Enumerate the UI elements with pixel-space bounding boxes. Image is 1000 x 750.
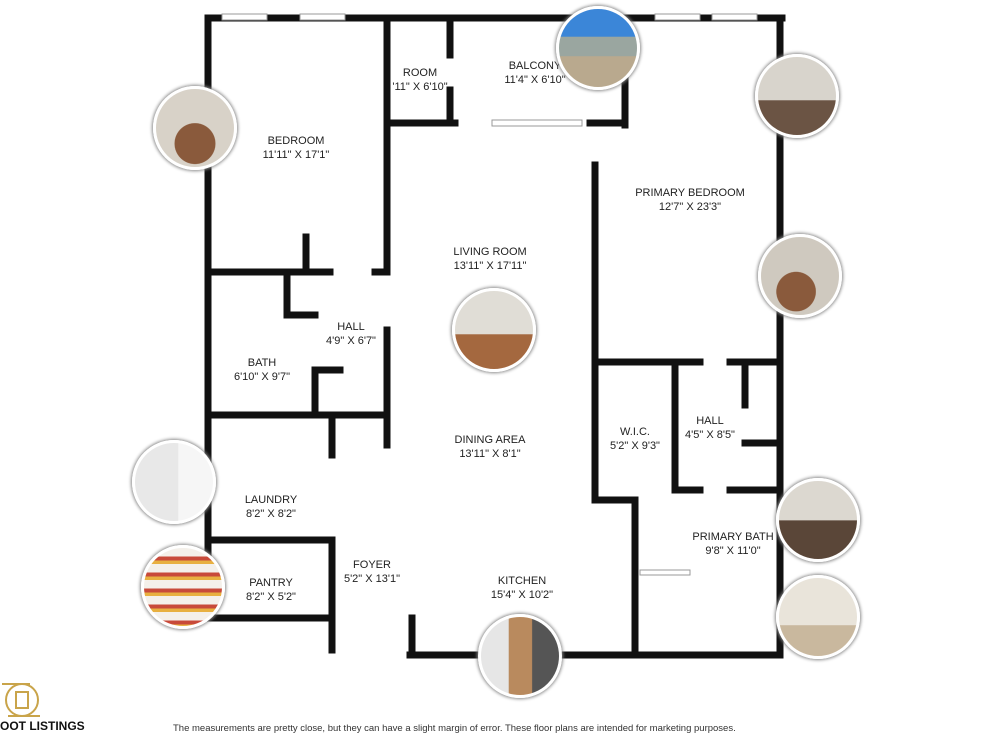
room-name: W.I.C. bbox=[620, 426, 650, 438]
room-dims: 8'2" X 5'2" bbox=[246, 591, 296, 603]
company-logo bbox=[2, 683, 40, 717]
room-label-pantry: PANTRY 8'2" X 5'2" bbox=[246, 576, 296, 604]
room-name: PRIMARY BATH bbox=[692, 531, 774, 543]
photo-bedroom[interactable] bbox=[153, 86, 237, 170]
room-dims: 4'9" X 6'7" bbox=[326, 335, 376, 347]
room-label-hall: HALL 4'9" X 6'7" bbox=[326, 320, 376, 348]
room-label-balcony: BALCONY 11'4" X 6'10" bbox=[504, 59, 565, 87]
room-name: KITCHEN bbox=[497, 575, 547, 587]
photo-pantry[interactable] bbox=[141, 545, 225, 629]
room-label-laundry: LAUNDRY 8'2" X 8'2" bbox=[245, 493, 297, 521]
room-name: ROOM bbox=[402, 67, 438, 79]
photo-primary-bath-1[interactable] bbox=[776, 478, 860, 562]
room-label-hall-2: HALL 4'5" X 8'5" bbox=[685, 414, 735, 442]
room-dims: 8'2" X 8'2" bbox=[246, 508, 296, 520]
room-dims: 13'11" X 17'11" bbox=[453, 260, 527, 272]
photo-kitchen[interactable] bbox=[478, 614, 562, 698]
room-dims: 13'11" X 8'1" bbox=[459, 448, 521, 460]
room-name: LAUNDRY bbox=[244, 494, 298, 506]
room-label-kitchen: KITCHEN 15'4" X 10'2" bbox=[491, 574, 553, 602]
room-dims: 5'2" X 9'3" bbox=[610, 440, 660, 452]
room-dims: 12'7" X 23'3" bbox=[658, 201, 722, 213]
room-label-living-room: LIVING ROOM 13'11" X 17'11" bbox=[453, 245, 526, 273]
photo-laundry[interactable] bbox=[132, 440, 216, 524]
room-name: PRIMARY BEDROOM bbox=[635, 187, 745, 199]
room-dims: 11'11" X 17'1" bbox=[262, 149, 330, 161]
photo-primary-bedroom-1[interactable] bbox=[755, 54, 839, 138]
room-name: FOYER bbox=[353, 559, 391, 571]
room-label-foyer: FOYER 5'2" X 13'1" bbox=[344, 558, 400, 586]
photo-living-room[interactable] bbox=[452, 288, 536, 372]
photo-primary-bedroom-2[interactable] bbox=[758, 234, 842, 318]
room-label-wic: W.I.C. 5'2" X 9'3" bbox=[610, 425, 660, 453]
room-label-room: ROOM '11" X 6'10" bbox=[392, 66, 447, 94]
room-name: DINING AREA bbox=[454, 434, 526, 446]
room-label-dining-area: DINING AREA 13'11" X 8'1" bbox=[455, 433, 526, 461]
room-dims: 9'8" X 11'0" bbox=[705, 545, 761, 557]
room-name: BATH bbox=[247, 357, 277, 369]
room-dims: 6'10" X 9'7" bbox=[233, 371, 291, 383]
room-dims: 15'4" X 10'2" bbox=[490, 589, 554, 601]
room-label-bath: BATH 6'10" X 9'7" bbox=[234, 356, 290, 384]
room-dims: 4'5" X 8'5" bbox=[685, 429, 735, 441]
room-name: BEDROOM bbox=[267, 135, 325, 147]
room-name: HALL bbox=[696, 415, 724, 427]
photo-balcony[interactable] bbox=[556, 6, 640, 90]
room-dims: '11" X 6'10" bbox=[392, 81, 448, 93]
room-label-primary-bedroom: PRIMARY BEDROOM 12'7" X 23'3" bbox=[635, 186, 745, 214]
room-dims: 11'4" X 6'10" bbox=[504, 74, 566, 86]
room-label-primary-bath: PRIMARY BATH 9'8" X 11'0" bbox=[692, 530, 773, 558]
room-dims: 5'2" X 13'1" bbox=[343, 573, 401, 585]
disclaimer: The measurements are pretty close, but t… bbox=[173, 723, 736, 734]
room-name: HALL bbox=[337, 321, 365, 333]
room-label-bedroom: BEDROOM 11'11" X 17'1" bbox=[263, 134, 330, 162]
room-name: BALCONY bbox=[508, 60, 562, 72]
photo-primary-bath-2[interactable] bbox=[776, 575, 860, 659]
room-name: LIVING ROOM bbox=[453, 246, 527, 258]
logo-text: OOT LISTINGS bbox=[0, 719, 85, 733]
room-name: PANTRY bbox=[249, 577, 293, 589]
